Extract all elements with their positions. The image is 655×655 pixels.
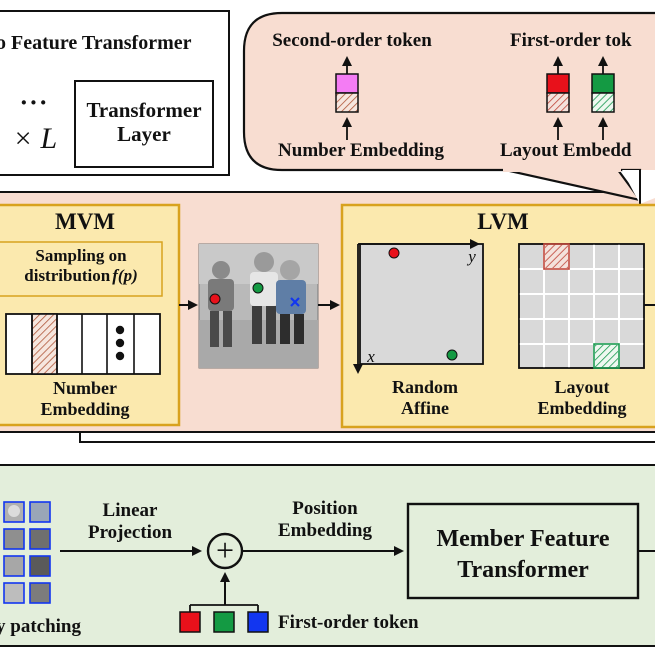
linear-projection-line1: Linear: [102, 500, 158, 521]
stack-dots: ···: [19, 88, 49, 117]
layout-embedding-label-top: Layout Embedd: [500, 140, 632, 161]
linear-projection-line2: Projection: [87, 521, 173, 543]
patching-label: y patching: [0, 616, 81, 637]
first-order-token-label-bottom: First-order token: [278, 612, 419, 633]
sampling-box: [0, 241, 163, 297]
number-embedding-line1: Number: [53, 378, 117, 398]
mvm-title: MVM: [54, 209, 116, 234]
token-blue-bottom: [247, 611, 269, 633]
second-order-token-bottom: [335, 92, 359, 113]
layout-embedding-line1: Layout: [554, 377, 610, 397]
transformer-layer-label: Transformer Layer: [86, 98, 202, 147]
person-group-photo: [198, 243, 319, 369]
number-embedding-label-top: Number Embedding: [278, 140, 444, 161]
linear-projection-label: Linear Projection: [72, 500, 188, 544]
patch-grid: [3, 501, 51, 604]
sampling-line1: Sampling on: [35, 246, 127, 265]
member-feature-transformer-label: Member Feature Transformer: [412, 524, 634, 586]
first-order-token-green-bottom: [591, 92, 615, 113]
sampling-line2: distribution: [24, 265, 111, 285]
lvm-title: LVM: [477, 209, 529, 234]
random-affine-square: [353, 239, 484, 374]
first-order-token-red-top: [546, 73, 570, 94]
axis-y-label: y: [468, 247, 476, 266]
number-embedding-label-mvm: Number Embedding: [10, 378, 160, 419]
number-embedding-line2: Embedding: [40, 398, 130, 419]
position-embedding-line2: Embedding: [278, 519, 372, 541]
layout-embedding-line2: Embedding: [537, 397, 627, 418]
random-affine-label: Random Affine: [370, 377, 480, 418]
sampling-fn: f(p): [112, 265, 138, 285]
number-embedding-strip: [5, 313, 161, 375]
member-feature-line2: Transformer: [457, 557, 589, 584]
token-red-bottom: [179, 611, 201, 633]
layout-embedding-grid: [518, 243, 645, 369]
times-l-label: × L: [12, 122, 58, 155]
second-order-token-top: [335, 73, 359, 94]
layout-embedding-label-lvm: Layout Embedding: [520, 377, 644, 418]
random-affine-line2: Affine: [401, 397, 449, 418]
first-order-token-label: First-order tok: [510, 30, 632, 51]
position-embedding-label: Position Embedding: [262, 498, 388, 542]
second-order-token-label: Second-order token: [272, 30, 432, 51]
member-feature-line1: Member Feature: [436, 526, 610, 552]
plus-symbol: +: [215, 532, 235, 568]
member-feature-transformer-box: [406, 502, 640, 600]
position-embedding-line1: Position: [292, 498, 358, 519]
axis-x-label: x: [367, 347, 375, 366]
transformer-layer-box: [74, 80, 214, 168]
token-green-bottom: [213, 611, 235, 633]
first-order-token-red-bottom: [546, 92, 570, 113]
random-affine-line1: Random: [391, 377, 458, 397]
feature-transformer-title: o Feature Transformer: [0, 32, 192, 54]
first-order-token-green-top: [591, 73, 615, 94]
